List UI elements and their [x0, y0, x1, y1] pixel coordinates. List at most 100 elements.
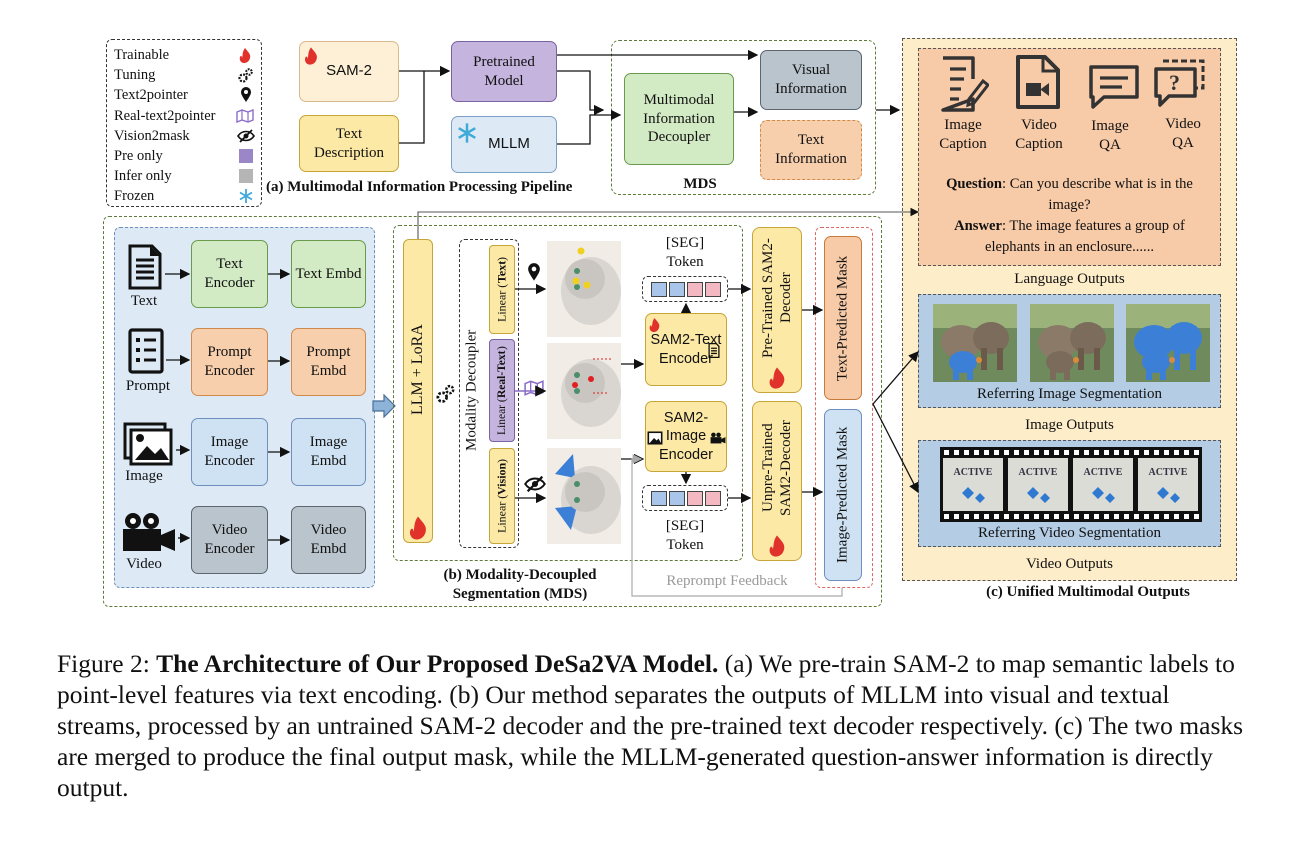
mds-inner-box: [393, 225, 743, 561]
seg-token-top-4: [705, 282, 721, 297]
connector-lines: [165, 49, 920, 597]
legend-item-pre-only: Pre only: [114, 146, 259, 166]
flame-icon: [649, 318, 660, 332]
legend-item-frozen: Frozen: [114, 186, 259, 206]
image-encoder-box: Image Encoder: [191, 418, 268, 486]
image-qa-icon: [1089, 65, 1139, 109]
seg-token-top-3: [687, 282, 703, 297]
video-camera-icon: [710, 432, 726, 444]
input-prompt-label: Prompt: [125, 378, 171, 394]
legend-item-tuning: Tuning: [114, 65, 259, 85]
section-b-title-line1: (b) Modality-Decoupled: [443, 567, 597, 583]
ris-image-1: [933, 304, 1017, 382]
eye-slash-icon: [237, 129, 255, 143]
legend-item-text2pointer: Text2pointer: [114, 85, 259, 105]
image-caption-icon: [941, 56, 989, 112]
task-image-qa: Image QA: [1091, 118, 1129, 153]
ris-image-3: [1126, 304, 1210, 382]
task-video-caption: Video Caption: [1015, 117, 1063, 152]
ris-image-2: [1030, 304, 1114, 382]
video-encoder-box: Video Encoder: [191, 506, 268, 574]
video-embd-box: Video Embd: [291, 506, 366, 574]
seg-token-bottom-box: [642, 485, 728, 511]
infer-only-swatch: [239, 169, 253, 184]
mds-label: MDS: [683, 176, 717, 192]
task-image-caption: Image Caption: [939, 117, 987, 152]
seg-token-top-label: [SEG] Token: [665, 235, 705, 270]
text-document-icon: [128, 244, 162, 290]
seg-token-bottom-2: [669, 491, 685, 506]
map-icon: [236, 108, 254, 123]
legend-item-trainable: Trainable: [114, 45, 259, 65]
active-label-1: ACTIVE: [953, 467, 993, 478]
question-line: Question: Can you describe what is in th…: [946, 176, 1193, 213]
flame-icon: [239, 48, 251, 63]
linear-text-box: [489, 245, 515, 334]
seg-token-bottom-label: [SEG] Token: [665, 518, 705, 553]
legend-item-real-text2pointer: Real-text2pointer: [114, 106, 259, 126]
input-to-llm-arrow: [372, 394, 396, 418]
snowflake-icon: [458, 123, 476, 143]
active-label-3: ACTIVE: [1083, 467, 1123, 478]
video-camera-icon: [123, 513, 175, 551]
seg-token-top-box: [642, 276, 728, 302]
gears-icon: [436, 384, 455, 403]
cat-image-vision: [547, 448, 621, 544]
seg-token-top-1: [651, 282, 667, 297]
language-panel: [918, 48, 1221, 266]
input-image-label: Image: [125, 468, 163, 484]
text-predicted-mask-box: [824, 236, 862, 400]
legend: Trainable Tuning Text2pointer Real-text2…: [114, 45, 259, 207]
image-outputs-label: Image Outputs: [1025, 417, 1114, 433]
legend-item-infer-only: Infer only: [114, 166, 259, 186]
section-c-title: (c) Unified Multimodal Outputs: [986, 584, 1190, 600]
qa-text: Question: Can you describe what is in th…: [928, 174, 1211, 258]
flame-icon: [769, 535, 785, 557]
legend-item-vision2mask: Vision2mask: [114, 126, 259, 146]
text-embd-box: Text Embd: [291, 240, 366, 308]
sam2-box: SAM-2: [299, 41, 399, 102]
caption-prefix: Figure 2:: [57, 649, 157, 678]
video-outputs-label: Video Outputs: [1025, 556, 1113, 572]
svg-text:?: ?: [1169, 70, 1180, 95]
image-embd-box: Image Embd: [291, 418, 366, 486]
section-b-title-line2: Segmentation (MDS): [452, 586, 588, 602]
language-outputs-label: Language Outputs: [1014, 271, 1125, 287]
section-a-title: (a) Multimodal Information Processing Pi…: [266, 179, 573, 195]
seg-token-top-2: [669, 282, 685, 297]
task-video-qa: Video QA: [1165, 116, 1201, 151]
active-label-2: ACTIVE: [1018, 467, 1058, 478]
flame-icon: [304, 47, 317, 65]
text-document-icon: [708, 343, 720, 358]
rvs-label: Referring Video Segmentation: [978, 525, 1161, 541]
image-icon: [123, 422, 173, 466]
prompt-list-icon: [128, 328, 164, 374]
linear-vision-box: [489, 448, 515, 544]
cat-image-real-text: [547, 343, 621, 439]
pretrained-model-box: Pretrained Model: [451, 41, 557, 102]
untrained-decoder-box: [752, 401, 802, 561]
text-description-box: Text Description: [299, 115, 399, 172]
reprompt-feedback-label: Reprompt Feedback: [666, 573, 788, 589]
answer-line: Answer: The image features a group of el…: [954, 218, 1185, 255]
linear-real-text-box: [489, 339, 515, 442]
text-encoder-box: Text Encoder: [191, 240, 268, 308]
seg-token-bottom-1: [651, 491, 667, 506]
pre-only-swatch: [239, 148, 253, 163]
active-label-4: ACTIVE: [1148, 467, 1188, 478]
mllm-box: MLLM: [451, 116, 557, 173]
input-text-label: Text: [130, 293, 158, 309]
flame-icon: [769, 367, 785, 389]
gears-icon: [238, 68, 253, 83]
text-information-box: Text Information: [760, 120, 862, 180]
seg-token-bottom-4: [705, 491, 721, 506]
input-video-label: Video: [126, 556, 162, 572]
image-icon: [647, 431, 663, 445]
visual-information-box: Visual Information: [760, 50, 862, 110]
map-pin-icon: [528, 263, 540, 281]
caption-body: (a) We pre-train SAM-2 to map semantic l…: [57, 649, 1244, 802]
mask-group-box: [815, 227, 873, 588]
ris-label: Referring Image Segmentation: [977, 386, 1162, 402]
prompt-embd-box: Prompt Embd: [291, 328, 366, 396]
